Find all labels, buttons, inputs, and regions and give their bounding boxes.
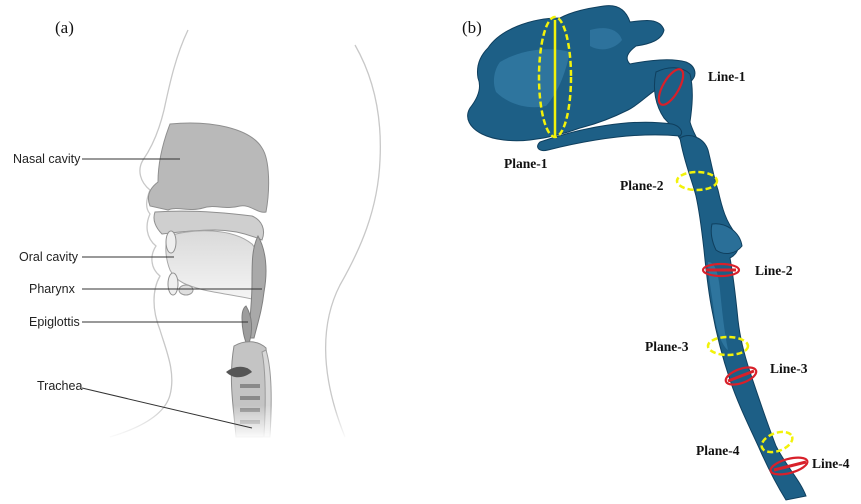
- label-plane-2: Plane-2: [620, 178, 664, 193]
- panel-a-tag: (a): [55, 18, 74, 37]
- label-plane-1: Plane-1: [504, 156, 548, 171]
- label-line-2: Line-2: [755, 263, 793, 278]
- panel-b: (b): [462, 6, 850, 500]
- head-back-outline: [326, 45, 381, 437]
- nasal-cavity-shape: [148, 123, 268, 212]
- label-line-4: Line-4: [812, 456, 850, 471]
- label-plane-3: Plane-3: [645, 339, 689, 354]
- label-nasal-cavity: Nasal cavity: [13, 152, 81, 166]
- label-plane-4: Plane-4: [696, 443, 740, 458]
- label-pharynx: Pharynx: [29, 282, 76, 296]
- label-epiglottis: Epiglottis: [29, 315, 80, 329]
- trachea-ring-1: [240, 384, 260, 388]
- airway-larynx-bulge: [711, 224, 742, 254]
- label-trachea: Trachea: [37, 379, 82, 393]
- panel-b-tag: (b): [462, 18, 482, 37]
- label-line-3: Line-3: [770, 361, 808, 376]
- lower-teeth: [168, 273, 178, 295]
- neck-fade: [100, 405, 400, 440]
- trachea-ring-2: [240, 396, 260, 400]
- upper-teeth: [166, 231, 176, 253]
- label-line-1: Line-1: [708, 69, 746, 84]
- head-sagittal-illustration: [100, 30, 400, 440]
- label-oral-cavity: Oral cavity: [19, 250, 79, 264]
- airway-3d-model: [468, 6, 806, 500]
- lip-lower: [179, 285, 193, 295]
- panel-a: (a): [13, 18, 400, 440]
